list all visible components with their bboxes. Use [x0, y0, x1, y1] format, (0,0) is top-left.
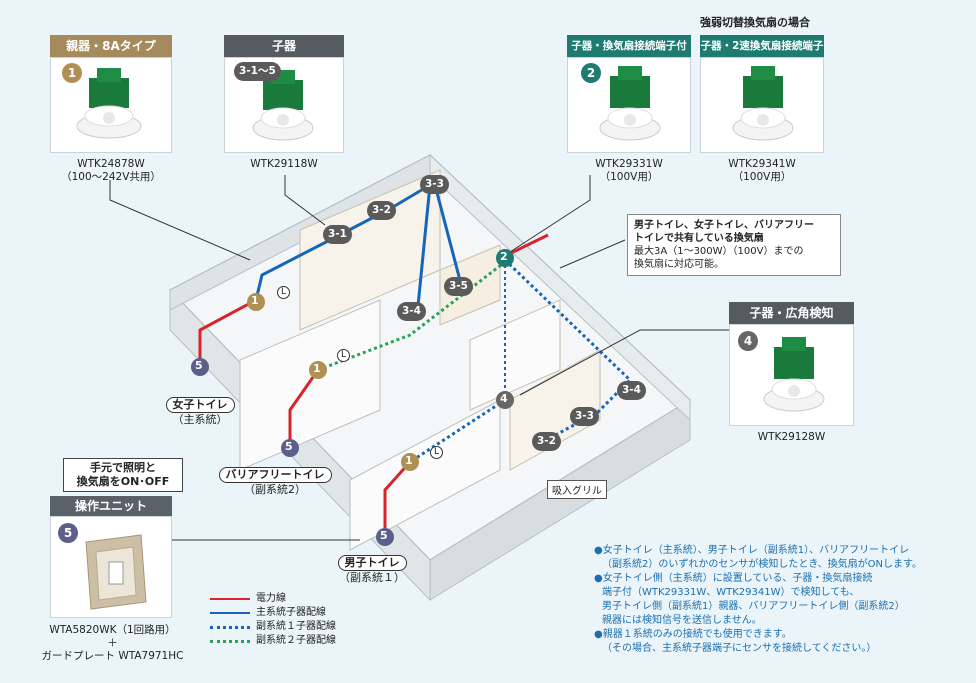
sensor-icon — [763, 337, 825, 412]
pill-3-1: 3-1 — [323, 225, 352, 244]
legend-label: 副系統１子器配線 — [256, 621, 336, 632]
room-system: （副系統１） — [339, 571, 405, 584]
room-male: 男子トイレ （副系統１） — [332, 555, 412, 585]
node-label: 2 — [500, 250, 508, 263]
pill-3-2-r: 3-2 — [532, 432, 561, 451]
note-line: 端子付（WTK29331W、WTK29341W）で検知しても、 — [602, 587, 860, 598]
note-line: ●女子トイレ（主系統）、男子トイレ（副系統1）、バリアフリートイレ — [594, 545, 910, 556]
fan-note: 男子トイレ、女子トイレ、バリアフリー トイレで共有している換気扇 最大3A（1～… — [627, 214, 841, 276]
model-number: WTK24878W — [77, 158, 145, 170]
pill-3-3: 3-3 — [420, 175, 449, 194]
legend-item: 電力線 — [210, 592, 336, 606]
badge-5: 5 — [58, 523, 78, 543]
note-line: 親器には検知信号を送信しません。 — [602, 615, 762, 626]
model-child: WTK29118W — [250, 158, 318, 170]
fan-note-line: トイレで共有している換気扇 — [634, 233, 764, 244]
hint-line: 換気扇をON･OFF — [76, 475, 170, 488]
pill-3-4-r: 3-4 — [617, 381, 646, 400]
legend: 電力線 主系統子器配線 副系統１子器配線 副系統２子器配線 — [210, 592, 336, 648]
badge-2: 2 — [581, 63, 601, 83]
note-line: ●女子トイレ側（主系統）に設置している、子器・換気扇接続 — [594, 573, 873, 584]
plate-model: ガードプレート WTA7971HC — [41, 650, 184, 662]
node-1-female — [247, 293, 265, 311]
sensor-icon — [252, 70, 314, 141]
node-1-barrierfree — [309, 361, 327, 379]
model-spec: （100V用） — [599, 171, 659, 183]
notes: ●女子トイレ（主系統）、男子トイレ（副系統1）、バリアフリートイレ （副系統2）… — [594, 544, 922, 656]
control-unit-card — [50, 516, 172, 618]
pill-3-3-r: 3-3 — [570, 407, 599, 426]
node-label: 5 — [380, 529, 388, 542]
node-5-barrierfree — [281, 439, 299, 457]
room-name: バリアフリートイレ — [218, 467, 332, 483]
intake-grill-label: 吸入グリル — [547, 480, 607, 499]
fan-note-line: 換気扇に対応可能。 — [634, 259, 724, 270]
light-marker: L — [277, 286, 290, 299]
fan-note-line: 男子トイレ、女子トイレ、バリアフリー — [634, 220, 814, 231]
node-label: 1 — [251, 294, 259, 307]
control-hint: 手元で照明と 換気扇をON･OFF — [63, 458, 183, 492]
room-name: 男子トイレ — [337, 555, 407, 571]
legend-label: 副系統２子器配線 — [256, 635, 336, 646]
product-header-child: 子器 — [224, 35, 344, 57]
model-2speed: WTK29341W （100V用） — [700, 158, 824, 184]
model-number: WTK29331W — [595, 158, 663, 170]
room-system: （副系統2） — [244, 483, 306, 496]
sensor-icon — [76, 68, 142, 139]
room-system: （主系統） — [172, 413, 228, 426]
model-number: WTA5820WK（1回路用） — [49, 624, 176, 636]
product-header-wide: 子器・広角検知 — [729, 302, 854, 324]
sensor-icon — [732, 66, 794, 141]
product-header-fan: 子器・換気扇接続端子付 — [567, 35, 691, 57]
node-4 — [496, 391, 514, 409]
node-5-female — [191, 358, 209, 376]
note-line: （副系統2）のいずれかのセンサが検知したとき、換気扇がONします。 — [602, 559, 923, 570]
room-barrierfree: バリアフリートイレ （副系統2） — [215, 467, 335, 497]
fan-note-line: 最大3A（1～300W）（100V）までの — [634, 246, 804, 257]
pill-3-5: 3-5 — [444, 277, 473, 296]
legend-label: 主系統子器配線 — [256, 607, 326, 618]
product-header-parent: 親器・8Aタイプ — [50, 35, 172, 57]
header-note: 強弱切替換気扇の場合 — [700, 16, 810, 29]
note-line: 男子トイレ側（副系統1）親器、バリアフリートイレ側（副系統2） — [602, 601, 905, 612]
model-spec: （100V用） — [732, 171, 792, 183]
hint-line: 手元で照明と — [90, 461, 156, 474]
node-label: 1 — [313, 362, 321, 375]
legend-item: 主系統子器配線 — [210, 606, 336, 620]
room-name: 女子トイレ — [165, 397, 235, 413]
plus-sign: ＋ — [107, 637, 118, 649]
node-label: 5 — [195, 359, 203, 372]
badge-4: 4 — [738, 331, 758, 351]
control-unit-model: WTA5820WK（1回路用） ＋ ガードプレート WTA7971HC — [40, 624, 185, 663]
room-female: 女子トイレ （主系統） — [160, 397, 240, 427]
sensor-icon — [599, 66, 661, 141]
pill-3-2: 3-2 — [367, 201, 396, 220]
light-marker: L — [430, 446, 443, 459]
pill-3-4: 3-4 — [397, 302, 426, 321]
legend-label: 電力線 — [256, 593, 286, 604]
node-label: 5 — [285, 440, 293, 453]
switch-plate-icon — [85, 534, 147, 610]
model-spec: （100～242V共用） — [61, 171, 161, 183]
note-line: （その場合、主系統子器端子にセンサを接続してください。） — [602, 643, 877, 654]
legend-item: 副系統１子器配線 — [210, 620, 336, 634]
product-header-2speed: 子器・2速換気扇接続端子付 — [700, 35, 824, 74]
note-line: ●親器１系統のみの接続でも使用できます。 — [594, 629, 792, 640]
node-label: 1 — [405, 454, 413, 467]
badge-3-range: 3-1～5 — [234, 62, 281, 81]
model-number: WTK29341W — [728, 158, 796, 170]
badge-1: 1 — [62, 63, 82, 83]
node-5-male — [376, 528, 394, 546]
control-unit-header: 操作ユニット — [50, 496, 172, 516]
node-1-male — [401, 453, 419, 471]
model-wide: WTK29128W — [757, 431, 826, 443]
legend-item: 副系統２子器配線 — [210, 634, 336, 648]
model-fan: WTK29331W （100V用） — [567, 158, 691, 184]
model-parent: WTK24878W （100～242V共用） — [50, 158, 172, 184]
node-2 — [496, 249, 514, 267]
product-card-2speed — [700, 57, 824, 153]
light-marker: L — [337, 349, 350, 362]
node-label: 4 — [500, 392, 508, 405]
